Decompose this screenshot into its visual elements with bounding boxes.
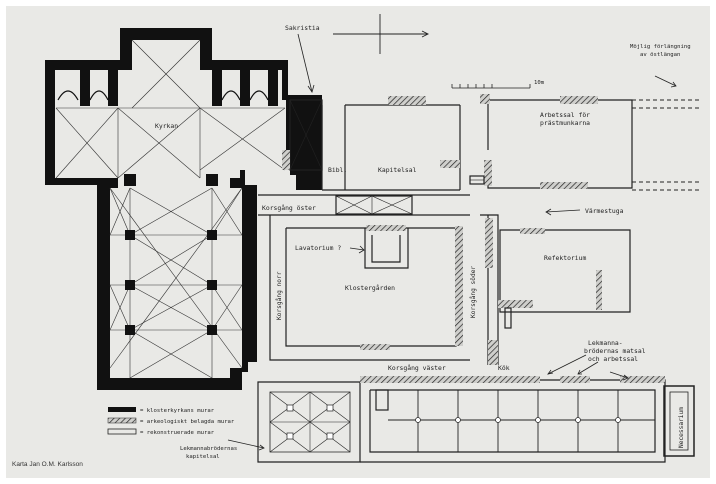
scale-unit-label: 10m [534, 80, 545, 86]
label-korsgang-vaster: Korsgång väster [388, 363, 446, 372]
church [45, 28, 322, 390]
west-range [257, 376, 695, 463]
east-range [258, 94, 700, 216]
cloister [269, 215, 470, 361]
label-lekkap-2: kapitelsal [186, 454, 220, 460]
legend-swatch-solid [108, 407, 136, 412]
label-bibl: Bibl. [328, 166, 347, 174]
legend-text-outline: = rekonstruerade murar [140, 430, 215, 436]
room-labels: Kyrkan Sakristia Bibl. Kapitelsal Arbets… [155, 24, 691, 460]
label-korsgang-norr: Korsgång norr [274, 271, 283, 320]
label-lekmanna-2: brödernas matsal [584, 347, 646, 355]
label-varmestuga: Värmestuga [585, 207, 624, 215]
label-kapitelsal: Kapitelsal [378, 166, 417, 174]
label-sakristia: Sakristia [285, 24, 320, 32]
north-arrow-icon [333, 14, 430, 54]
map-credit: Karta Jan O.M. Karlsson [12, 461, 83, 468]
legend-text-hatched: = arkeologiskt belagda murar [140, 419, 235, 425]
label-korsgang-oster: Korsgång öster [262, 203, 316, 212]
scale-bar [451, 84, 531, 89]
legend: = klosterkyrkans murar = arkeologiskt be… [107, 407, 235, 436]
legend-text-solid: = klosterkyrkans murar [140, 408, 215, 414]
church-chapels [80, 70, 278, 106]
legend-swatch-outline [107, 428, 137, 435]
label-kyrkan: Kyrkan [155, 122, 178, 130]
label-arbetssal: Arbetssal för [540, 111, 590, 119]
label-mojlig-1: Möjlig förlängning [630, 44, 691, 50]
annotation-arrows [227, 33, 677, 451]
church-walls [45, 28, 322, 390]
south-range [480, 214, 631, 365]
legend-swatch-hatched [107, 417, 137, 424]
label-necessarium: Necessarium [678, 407, 685, 448]
label-lekkap-1: Lekmannabrödernas [180, 446, 237, 452]
label-prastmunkarna: prästmunkarna [540, 119, 590, 127]
label-klostergarden: Klostergården [345, 283, 395, 292]
label-kok: Kök [498, 364, 510, 372]
label-lekmanna-1: Lekmanna- [588, 339, 623, 347]
church-pillars [124, 174, 218, 335]
label-refektorium: Refektorium [544, 254, 586, 262]
church-apse-arcs [57, 90, 269, 101]
label-lavatorium: Lavatorium ? [295, 244, 341, 252]
label-mojlig-2: av östlängan [640, 52, 680, 58]
label-korsgang-soder: Korsgång söder [468, 266, 477, 318]
church-vaults [55, 39, 286, 379]
label-lekmanna-3: och arbetssal [588, 355, 638, 363]
